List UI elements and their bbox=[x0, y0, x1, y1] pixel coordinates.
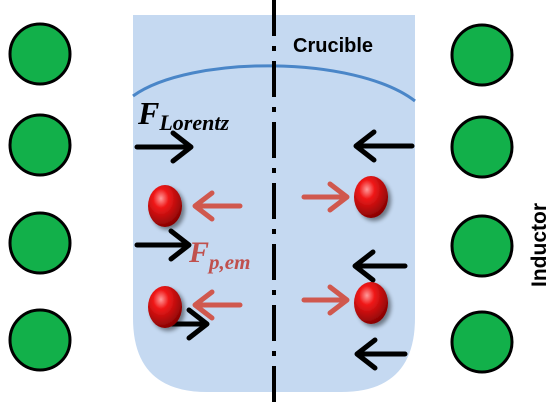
particle-force-arrows bbox=[192, 181, 350, 321]
inductor-label: Inductor bbox=[528, 203, 548, 287]
lorentz-force-label: FLorentz bbox=[137, 95, 229, 135]
lorentz-force-arrows bbox=[134, 129, 415, 371]
particle-left-1 bbox=[148, 185, 182, 227]
particle-arrow-left-2 bbox=[192, 289, 243, 321]
inductor-coils bbox=[8, 22, 514, 374]
particles bbox=[148, 176, 388, 328]
lorentz-arrow-left-2 bbox=[134, 228, 192, 262]
coil-left-4 bbox=[8, 308, 72, 372]
lorentz-arrow-left-3 bbox=[166, 307, 210, 341]
particle-right-2 bbox=[354, 282, 388, 324]
lorentz-arrow-right-3 bbox=[354, 337, 408, 371]
coil-right-1 bbox=[450, 23, 514, 87]
particle-arrow-right-1 bbox=[301, 181, 350, 213]
lorentz-force-symbol: F bbox=[137, 95, 159, 131]
coil-right-2 bbox=[450, 115, 514, 179]
particle-force-label: Fp,em bbox=[188, 236, 250, 274]
crucible-label: Crucible bbox=[293, 35, 373, 57]
lorentz-arrow-right-2 bbox=[352, 249, 408, 283]
lorentz-force-subscript: Lorentz bbox=[158, 110, 229, 135]
lorentz-arrow-right-1 bbox=[353, 129, 415, 163]
particle-right-1 bbox=[354, 176, 388, 218]
coil-left-2 bbox=[8, 113, 72, 177]
coil-left-3 bbox=[8, 211, 72, 275]
lorentz-arrow-left-1 bbox=[134, 130, 194, 164]
particle-force-subscript: p,em bbox=[207, 250, 250, 274]
coil-right-3 bbox=[450, 214, 514, 278]
coil-left-1 bbox=[8, 22, 72, 86]
particle-left-2 bbox=[148, 286, 182, 328]
particle-force-symbol: F bbox=[188, 236, 209, 269]
particle-arrow-left-1 bbox=[192, 190, 243, 222]
coil-right-4 bbox=[450, 310, 514, 374]
particle-arrow-right-2 bbox=[301, 284, 350, 316]
